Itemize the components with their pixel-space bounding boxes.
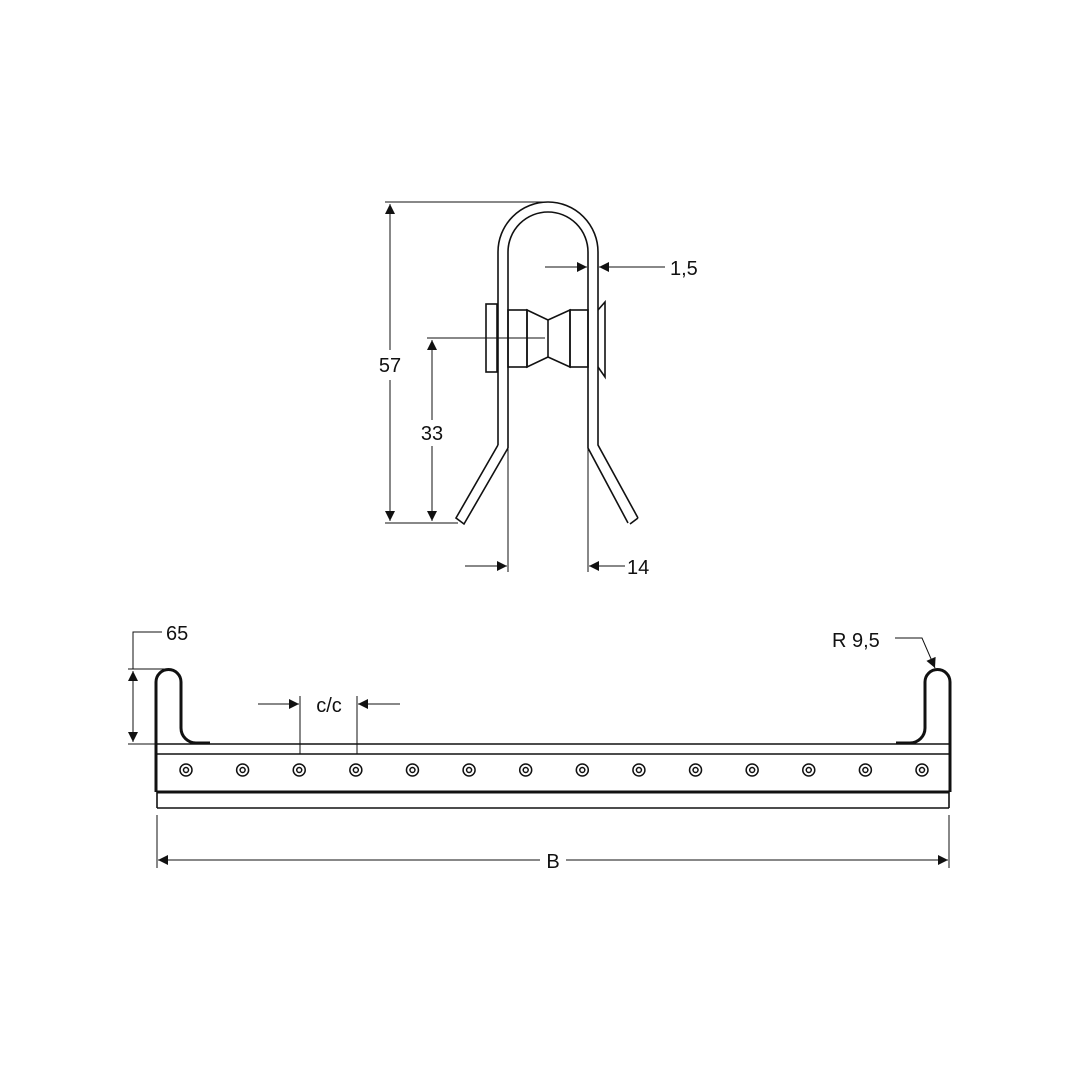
hole-icon	[858, 763, 873, 777]
mounting-holes	[179, 763, 929, 777]
dim-label-cc: c/c	[316, 695, 342, 717]
dim-label-radius: R 9,5	[832, 630, 880, 652]
hole-icon	[802, 763, 816, 777]
dim-label-33: 33	[421, 423, 443, 445]
hole-icon	[235, 763, 250, 777]
hole-icon	[349, 763, 363, 777]
hole-icon	[915, 763, 929, 777]
hole-icon	[405, 763, 420, 777]
hanger-left-leg	[454, 444, 509, 526]
hole-icon	[575, 763, 590, 777]
left-hook	[154, 668, 210, 792]
hanger-wire-inner	[507, 211, 629, 524]
dim-label-1-5: 1,5	[670, 258, 698, 280]
dim-label-b: B	[546, 851, 559, 873]
dim-label-14: 14	[627, 557, 649, 579]
dim-label-57: 57	[379, 355, 401, 377]
roller-hanger-side-view: 57 33 1,5 14	[372, 201, 698, 579]
right-hook	[896, 668, 952, 792]
hole-icon	[518, 763, 533, 777]
hole-icon	[179, 763, 193, 777]
hole-icon	[462, 763, 476, 777]
roller	[485, 299, 606, 380]
rail-front-view: 65 c/c R 9,5 B	[128, 623, 952, 873]
hole-icon	[292, 763, 306, 777]
hole-icon	[632, 763, 646, 777]
hole-icon	[688, 763, 703, 777]
radius-leader	[895, 637, 936, 669]
hanger-right-leg-end	[629, 517, 639, 525]
hole-icon	[745, 763, 759, 777]
dim-label-65: 65	[166, 623, 188, 645]
hanger-wire-outer	[497, 201, 639, 519]
